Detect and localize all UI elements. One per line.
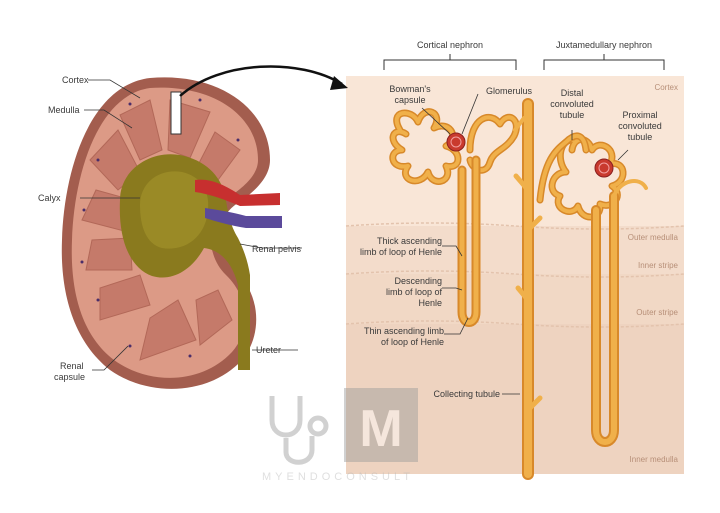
nephrons: [389, 98, 648, 480]
cortical-pct: [391, 109, 460, 184]
label-desc-1: Descending: [394, 276, 442, 286]
label-collecting-tubule: Collecting tubule: [433, 389, 500, 399]
zone-divider-3: [345, 320, 685, 328]
zone-label-outer-stripe: Outer stripe: [636, 308, 678, 317]
nephron-marker-box: [170, 91, 182, 135]
cortical-loop: [459, 157, 479, 325]
watermark-letter: M: [359, 400, 402, 458]
jm-glomerulus-detail: [598, 162, 610, 174]
pyramid: [195, 289, 233, 346]
jm-connect: [612, 179, 648, 198]
label-medulla: Medulla: [48, 105, 80, 115]
label-bowmans-1: Bowman's: [389, 84, 431, 94]
cortical-bracket: [383, 54, 517, 70]
zone-label-cortex: Cortex: [654, 83, 678, 92]
label-desc-3: Henle: [418, 298, 442, 308]
pyramid: [139, 299, 197, 361]
cortical-dct: [468, 115, 519, 173]
zone-label-inner-stripe: Inner stripe: [638, 261, 679, 270]
kidney-leader-lines: [80, 79, 302, 371]
header-cortical-nephron: Cortical nephron: [417, 40, 483, 50]
label-renal-capsule-2: capsule: [54, 372, 85, 382]
pyramid: [99, 274, 151, 321]
label-renal-pelvis: Renal pelvis: [252, 244, 302, 254]
renal-artery: [195, 179, 280, 206]
header-juxtamedullary-nephron: Juxtamedullary nephron: [556, 40, 652, 50]
watermark-text: MYENDOCONSULT: [262, 471, 414, 483]
label-cortex: Cortex: [62, 75, 89, 85]
watermark: M MYENDOCONSULT: [262, 388, 418, 483]
label-calyx: Calyx: [38, 193, 61, 203]
zone-label-outer-medulla: Outer medulla: [628, 233, 679, 242]
label-bowmans-2: capsule: [394, 95, 425, 105]
zone-divider-2: [345, 270, 685, 278]
stethoscope-icon: [269, 396, 329, 465]
label-distal-2: convoluted: [550, 99, 594, 109]
zone-label-inner-medulla: Inner medulla: [630, 455, 679, 464]
zone-outer-stripe-bg: [346, 274, 684, 324]
calyx: [140, 171, 209, 249]
label-ureter: Ureter: [256, 345, 281, 355]
jm-glomerulus: [594, 158, 614, 178]
cortical-connecting: [513, 116, 526, 132]
zone-inner-stripe-bg: [346, 226, 684, 274]
cortex-dots: [80, 98, 240, 358]
header-brackets: [383, 54, 665, 70]
label-renal-capsule-1: Renal: [60, 361, 84, 371]
label-desc-2: limb of loop of: [386, 287, 443, 297]
kidney-cross-section: [61, 77, 282, 389]
juxtamedullary-bracket: [543, 54, 665, 70]
zone-inner-medulla-bg: [346, 324, 684, 474]
label-glomerulus: Glomerulus: [486, 86, 533, 96]
label-proximal-1: Proximal: [622, 110, 657, 120]
jm-dct: [538, 133, 588, 202]
nephron-leader-lines: [421, 93, 629, 395]
label-thick-2: limb of loop of Henle: [360, 247, 442, 257]
label-proximal-2: convoluted: [618, 121, 662, 131]
cortical-glomerulus: [446, 132, 466, 152]
label-thin-1: Thin ascending limb: [364, 326, 444, 336]
jm-pct: [550, 137, 625, 219]
zoom-arrow: [179, 65, 343, 97]
glomeruli: [446, 132, 614, 178]
label-distal-1: Distal: [561, 88, 584, 98]
watermark-logo-box: [344, 388, 418, 462]
zone-divider-1: [345, 222, 685, 230]
collecting-branches: [513, 173, 543, 413]
renal-vein: [205, 208, 282, 228]
label-thin-2: of loop of Henle: [381, 337, 444, 347]
label-proximal-3: tubule: [628, 132, 653, 142]
pyramid: [119, 99, 163, 161]
label-thick-1: Thick ascending: [377, 236, 442, 246]
label-distal-3: tubule: [560, 110, 585, 120]
zoom-arrow-head: [330, 76, 348, 90]
zone-panel: [345, 76, 685, 474]
jm-loop: [593, 193, 617, 445]
cortical-glomerulus-detail: [450, 136, 462, 148]
